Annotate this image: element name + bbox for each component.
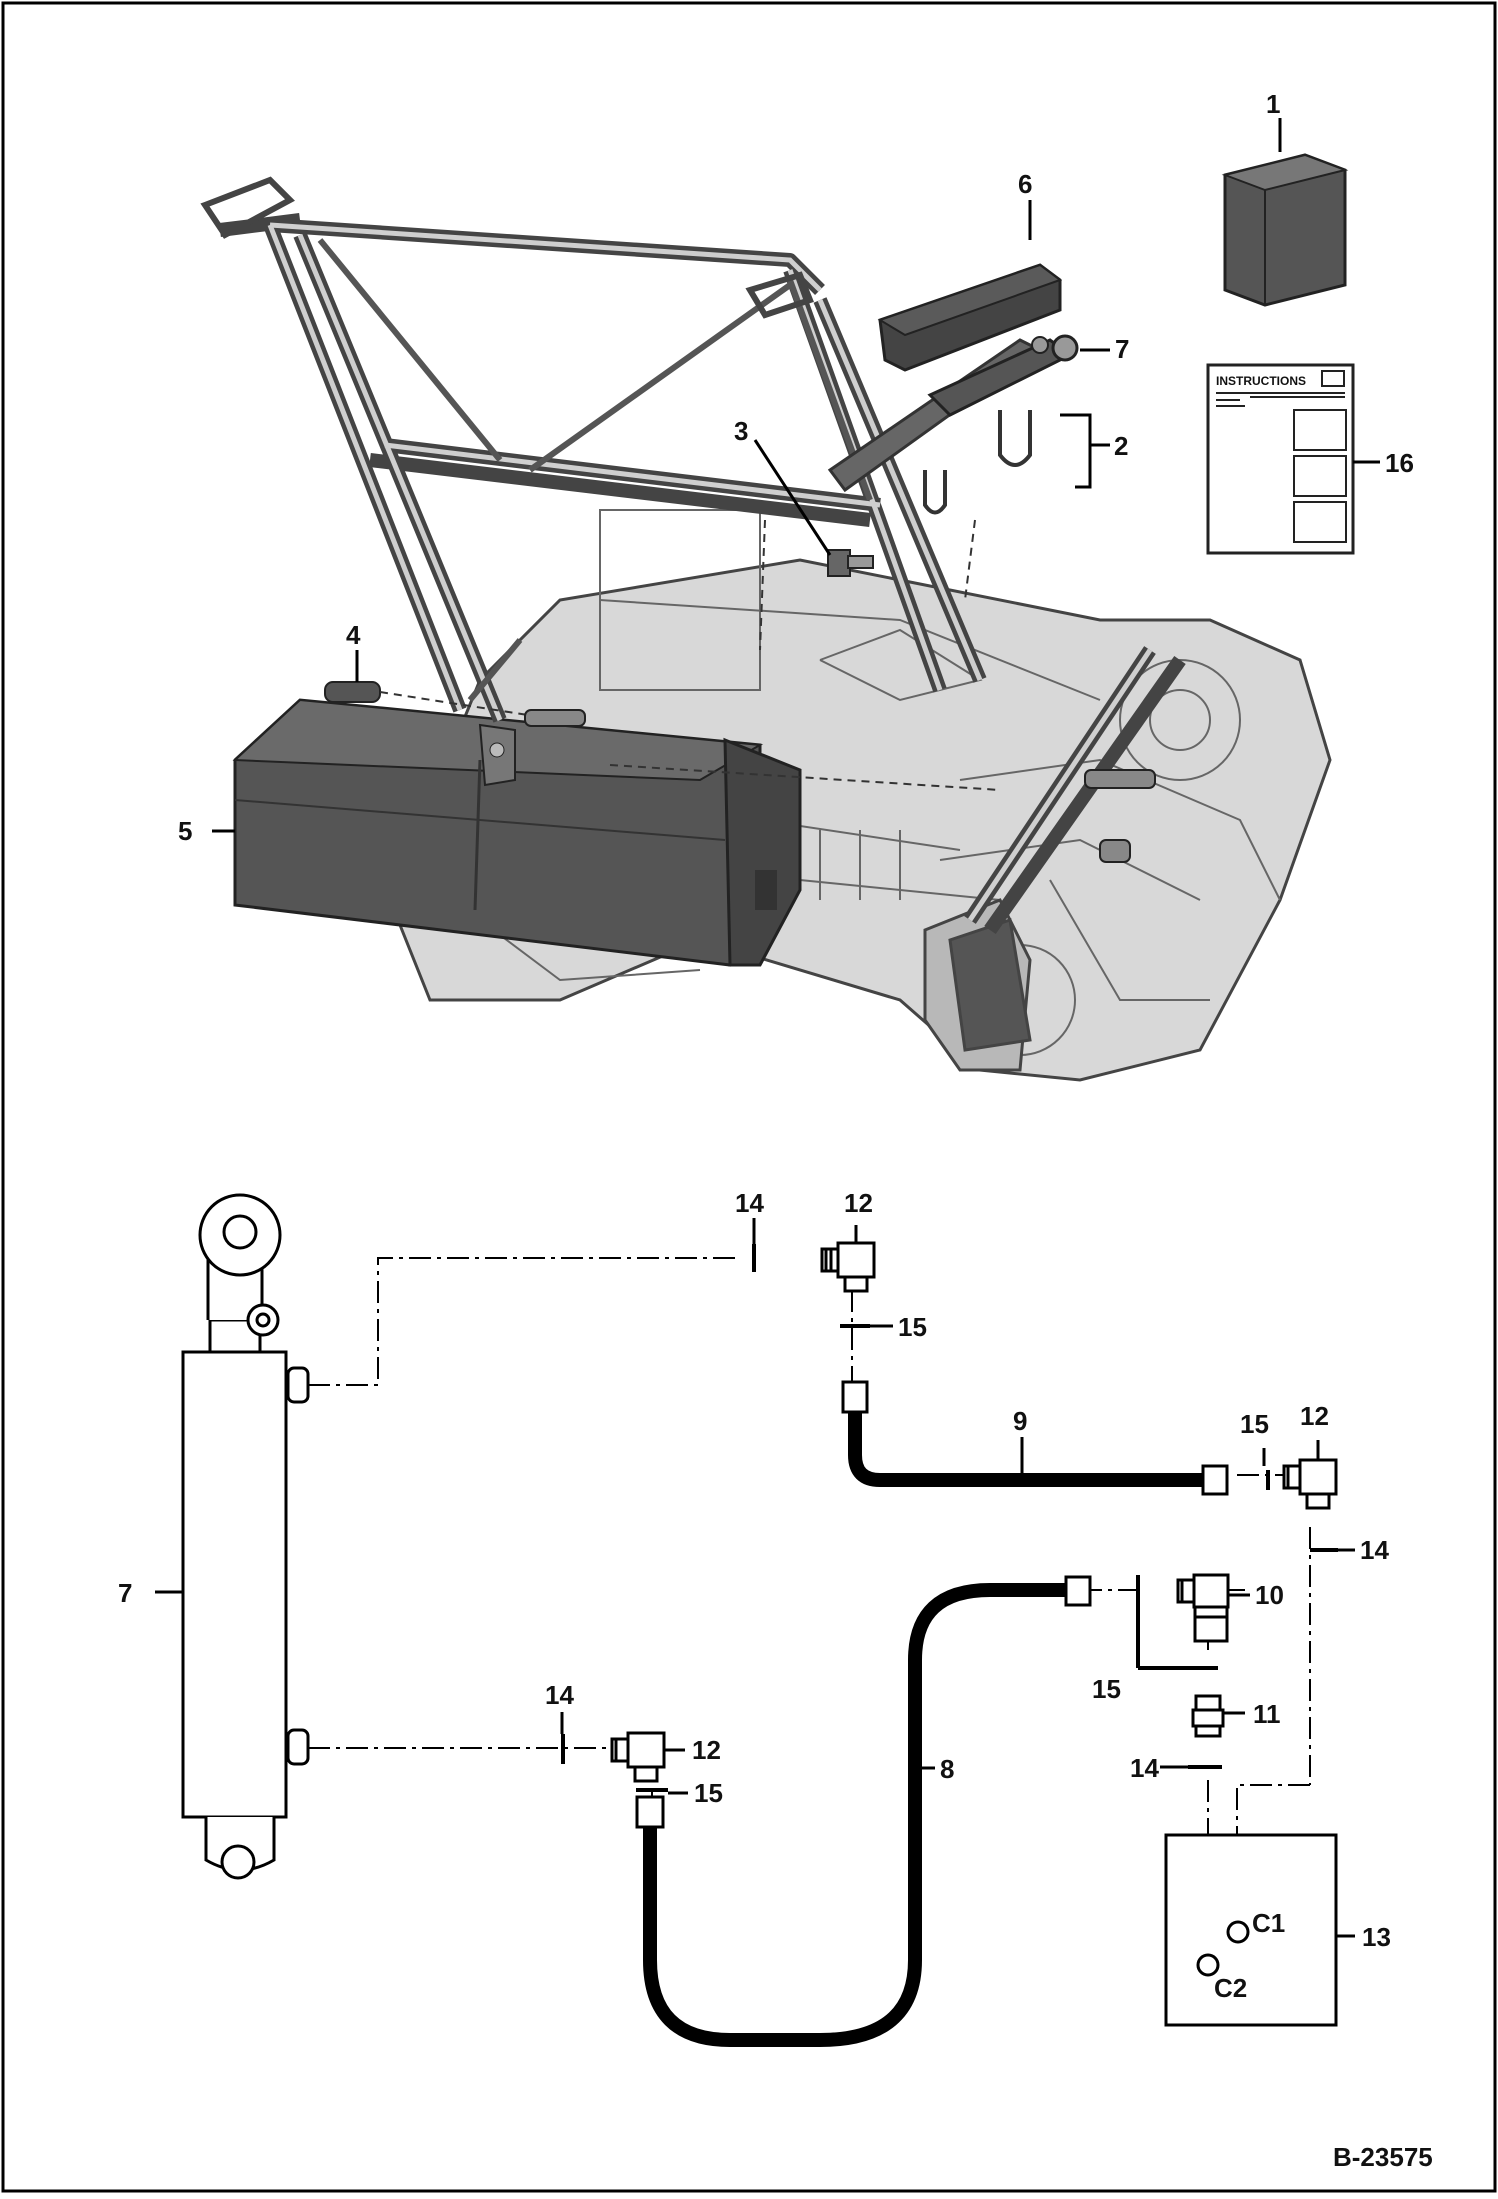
callout-12-top: 12 [844, 1188, 873, 1218]
callout-15-top: 15 [898, 1312, 927, 1342]
part-12-elbow-low [610, 1731, 666, 1783]
part-12-elbow-right [1282, 1458, 1338, 1510]
part-10-tee-fitting [1176, 1573, 1230, 1643]
schematic-leaders [155, 1218, 1355, 1938]
callout-7-cylinder: 7 [118, 1578, 132, 1608]
callout-12-low: 12 [692, 1735, 721, 1765]
instructions-title: INSTRUCTIONS [1216, 374, 1306, 388]
part-4-pin [324, 681, 1001, 791]
side-skid [923, 898, 1032, 1072]
mulcher-assembly: INSTRUCTIONS [200, 118, 1380, 1082]
callout-2: 2 [1114, 431, 1128, 461]
hydraulic-lines [308, 1257, 1311, 1953]
part-8-hose [635, 1575, 1092, 2047]
callout-14-right: 14 [1360, 1535, 1389, 1565]
callout-8: 8 [940, 1754, 954, 1784]
part-16-instruction-sheet: INSTRUCTIONS [1206, 363, 1355, 555]
o-ring-marks [561, 1244, 1338, 1792]
callout-15-mid: 15 [1092, 1674, 1121, 1704]
part-3-bolt [759, 519, 874, 651]
callout-10: 10 [1255, 1580, 1284, 1610]
callout-11: 11 [1253, 1699, 1281, 1729]
callout-12-right: 12 [1300, 1401, 1329, 1431]
part-11-adapter [1191, 1694, 1225, 1738]
callout-14-low: 14 [545, 1680, 574, 1710]
part-9-hose [841, 1380, 1229, 1496]
top-leaders [212, 118, 1380, 833]
front-hood [232, 698, 802, 967]
callout-9: 9 [1013, 1406, 1027, 1436]
part-7-cylinder-small [927, 334, 1079, 417]
port-c2-label: C2 [1214, 1973, 1247, 2003]
part-2-u-bolts [923, 410, 1032, 601]
callout-7-top: 7 [1115, 334, 1129, 364]
callout-1: 1 [1266, 89, 1280, 119]
callout-16: 16 [1385, 448, 1414, 478]
callout-6: 6 [1018, 169, 1032, 199]
part-7-hydraulic-cylinder [181, 1193, 310, 1880]
callout-5: 5 [178, 816, 192, 846]
pivot-pins [524, 709, 1156, 863]
hydraulic-schematic [155, 1193, 1355, 2047]
part-13-valve-block [1164, 1833, 1338, 2027]
callout-14-mid: 14 [1130, 1753, 1159, 1783]
callout-15-right: 15 [1240, 1409, 1269, 1439]
part-6-pad [877, 263, 1063, 372]
callout-3: 3 [734, 416, 748, 446]
port-c1-label: C1 [1252, 1908, 1285, 1938]
callout-15-low: 15 [694, 1778, 723, 1808]
part-12-elbow-top [820, 1241, 876, 1293]
part-1-kit-box [1221, 153, 1349, 307]
callout-4: 4 [346, 620, 361, 650]
figure-id: B-23575 [1333, 2142, 1433, 2172]
callout-13: 13 [1362, 1922, 1391, 1952]
callout-14-top: 14 [735, 1188, 764, 1218]
lift-eyes [200, 176, 814, 319]
